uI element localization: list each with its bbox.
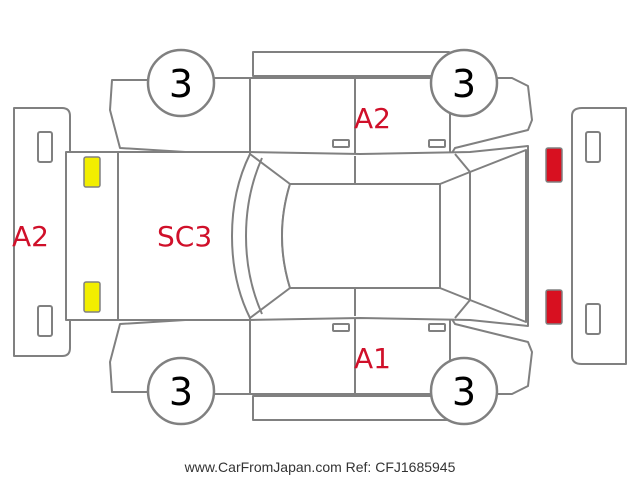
- roof-panel: [281, 183, 441, 289]
- watermark-text: www.CarFromJapan.com Ref: CFJ1685945: [184, 459, 456, 475]
- tire-front-right-grade: 3: [169, 62, 193, 106]
- left-roof-rail: [252, 395, 450, 421]
- hood-panel: [117, 151, 251, 321]
- tire-front-left: 3: [146, 356, 216, 426]
- tire-front-right: 3: [146, 48, 216, 118]
- tire-front-left-grade: 3: [169, 370, 193, 414]
- damage-code-hood: SC3: [157, 220, 212, 253]
- headlamp-left: [83, 281, 101, 313]
- right-roof-rail: [252, 51, 450, 77]
- tire-rear-right: 3: [429, 48, 499, 118]
- rear-bumper: [571, 107, 627, 365]
- tire-rear-left-grade: 3: [452, 370, 476, 414]
- headlamp-right: [83, 156, 101, 188]
- body-top-view: [65, 145, 529, 327]
- tire-rear-right-grade: 3: [452, 62, 476, 106]
- tire-rear-left: 3: [429, 356, 499, 426]
- rear-window: [439, 171, 471, 301]
- front-bumper: [13, 107, 71, 357]
- taillamp-right: [545, 147, 563, 183]
- damage-code-right-doors: A2: [354, 102, 391, 135]
- taillamp-left: [545, 289, 563, 325]
- left-side-panel: [109, 315, 533, 395]
- damage-code-left-doors: A1: [354, 342, 391, 375]
- damage-code-front-bumper: A2: [12, 220, 49, 253]
